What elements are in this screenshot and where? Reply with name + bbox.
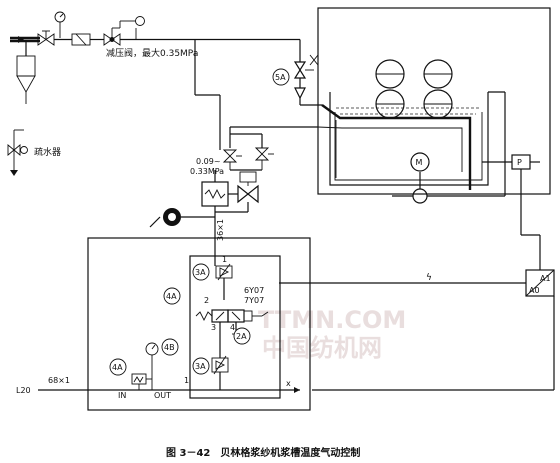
valve-5a: 5A xyxy=(272,54,322,106)
tag-4b: 4B xyxy=(164,343,175,352)
watermark-line2: 中国纺机网 xyxy=(262,334,382,362)
port-4: 4 xyxy=(230,323,235,332)
tag-3a-top: 3A xyxy=(195,268,206,277)
pressure-range-line1: 0.09~ xyxy=(196,157,221,166)
watermark-line1: TTMN.COM xyxy=(258,306,406,334)
flow-arrow-icon xyxy=(18,36,24,43)
air-operated-valve-icon xyxy=(237,171,259,212)
out-label: OUT xyxy=(154,391,171,400)
l20-label: L20 xyxy=(16,386,31,395)
needle-valve-left-icon xyxy=(222,149,242,170)
control-cabinet: 3A 1 4A 2 6Y07 7Y07 3 4 xyxy=(38,237,311,411)
steam-trap-icon xyxy=(7,144,28,156)
signal-lightning-icon: ϟ xyxy=(426,273,432,283)
air-feed-line xyxy=(194,40,318,150)
air-filter-regulator-icon xyxy=(131,368,153,390)
port-1-bottom: 1 xyxy=(184,376,189,385)
trap-label: 疏水器 xyxy=(34,146,61,158)
watermark: TTMN.COM 中国纺机网 xyxy=(258,306,406,362)
port-3: 3 xyxy=(211,323,216,332)
tag-2a: 2A xyxy=(236,332,247,341)
motor-icon xyxy=(410,152,430,172)
separator-icon xyxy=(16,55,36,77)
pump-icon xyxy=(412,188,428,204)
port-x: x xyxy=(286,379,291,388)
steam-supply: 减压阀，最大0.35MPa 疏水器 xyxy=(7,11,301,176)
port-1-top: 1 xyxy=(222,255,227,264)
controller-a0-label: A0 xyxy=(529,286,540,295)
tag-4a-small: 4A xyxy=(112,363,123,372)
pressure-reducer-icon xyxy=(103,28,121,46)
solenoid-6y07: 6Y07 xyxy=(244,286,264,295)
check-valve-bottom-icon xyxy=(211,355,229,375)
sensor-label: P xyxy=(517,158,522,167)
temperature-controller: A1 A0 ϟ xyxy=(279,234,555,391)
controller-a1-label: A1 xyxy=(540,274,551,283)
valve-5a-label: 5A xyxy=(275,73,286,82)
tag-3a-bottom: 3A xyxy=(195,362,206,371)
figure-caption: 图 3－42 贝林格浆纱机浆槽温度气动控制 xyxy=(166,446,360,459)
in-label: IN xyxy=(118,391,126,400)
check-valve-top-icon xyxy=(215,263,233,281)
needle-valve-right-icon xyxy=(254,147,274,170)
cable-68-label: 68×1 xyxy=(48,376,70,385)
shutoff-valve-icon xyxy=(37,30,55,46)
filter-bulb-icon xyxy=(149,208,215,228)
pressure-range-line2: 0.33MPa xyxy=(190,167,224,176)
motor-label: M xyxy=(416,158,423,167)
cable-36-label: 36×1 xyxy=(216,219,225,241)
solenoid-valve-icon xyxy=(195,309,262,323)
tag-4a-block: 4A xyxy=(166,292,177,301)
pressure-reducer-label: 减压阀，最大0.35MPa xyxy=(106,47,198,59)
pressure-gauge-icon xyxy=(135,16,145,26)
pressure-gauge-icon xyxy=(54,11,66,23)
port-2: 2 xyxy=(204,296,209,305)
size-tank: M P xyxy=(317,7,551,235)
solenoid-7y07: 7Y07 xyxy=(244,296,264,305)
